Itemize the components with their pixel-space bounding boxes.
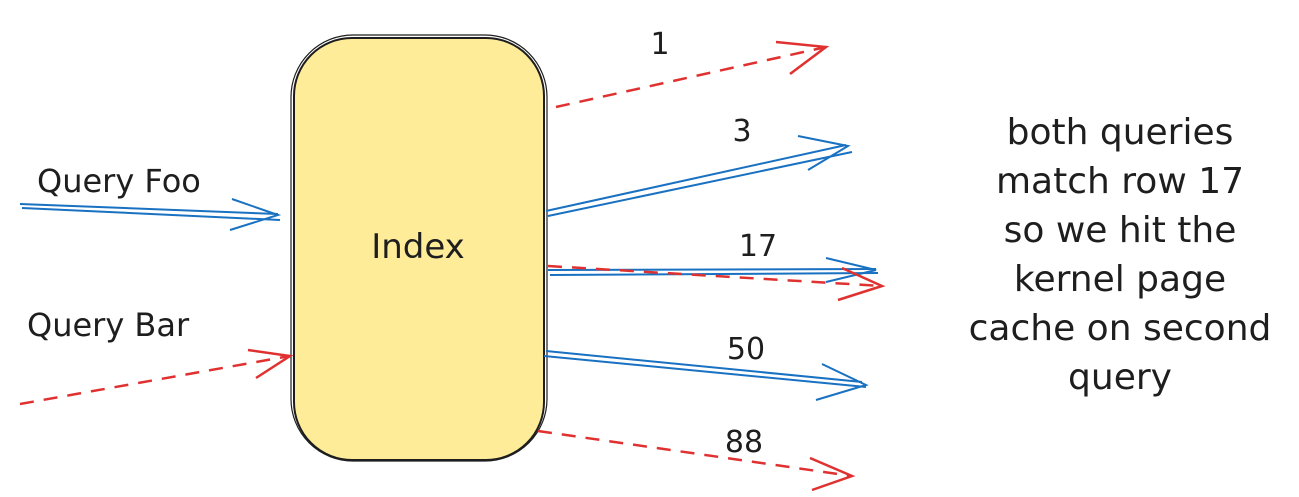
output-row-1-arrow[interactable] <box>555 40 830 109</box>
output-17-blue-arrowhead <box>825 257 877 283</box>
output-17-blue-line-b <box>549 272 879 276</box>
query-bar-label: Query Bar <box>27 306 190 344</box>
output-17-label: 17 <box>739 229 777 264</box>
query-foo-arrowhead <box>229 198 282 231</box>
index-box-shape <box>293 37 545 461</box>
query-foo-label: Query Foo <box>37 162 201 200</box>
index-box-sketch-outline <box>290 34 548 462</box>
output-3-arrowhead <box>797 135 851 171</box>
output-3-label: 3 <box>732 114 751 149</box>
output-1-line <box>555 45 827 109</box>
query-foo-line-b <box>21 207 281 221</box>
output-17-red-arrowhead <box>837 266 886 302</box>
index-box[interactable]: Index <box>290 34 548 462</box>
output-row-88-arrow[interactable] <box>537 429 856 492</box>
query-bar-arrowhead <box>247 348 294 380</box>
output-row-3-arrow[interactable] <box>545 135 853 217</box>
output-3-line-a <box>545 144 847 212</box>
index-label: Index <box>371 227 465 267</box>
output-3-line-b <box>547 151 853 217</box>
output-50-line-b <box>543 355 867 388</box>
query-foo-input-arrow[interactable] <box>19 198 282 231</box>
output-50-label: 50 <box>727 332 765 367</box>
output-88-arrowhead <box>809 456 856 492</box>
output-1-arrowhead <box>775 40 830 75</box>
output-50-arrowhead <box>815 363 869 401</box>
output-17-red-line <box>547 264 883 288</box>
query-bar-input-arrow[interactable] <box>19 348 294 406</box>
output-row-50-arrow[interactable] <box>543 350 869 401</box>
output-1-label: 1 <box>650 27 669 62</box>
output-88-line <box>537 429 853 478</box>
query-bar-line <box>19 354 291 406</box>
query-foo-line-a <box>19 203 279 215</box>
output-50-line-a <box>545 350 863 383</box>
output-88-label: 88 <box>725 425 763 460</box>
output-row-17-arrow[interactable] <box>547 257 886 302</box>
explanation-note: both queries match row 17 so we hit the … <box>968 112 1272 398</box>
